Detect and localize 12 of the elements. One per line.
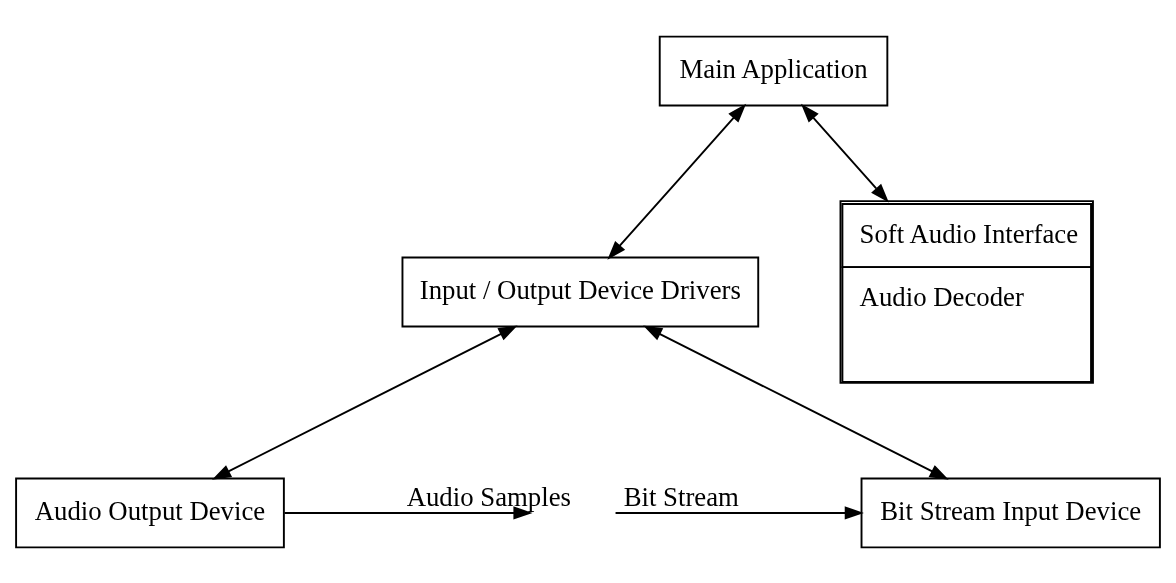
arrow [643, 325, 949, 480]
arrow [614, 505, 864, 520]
arrow [211, 325, 518, 480]
node-box: Input / Output Device Drivers [401, 256, 760, 327]
edge-label: Audio Samples [406, 481, 571, 512]
edge-label: Bit Stream [623, 481, 739, 512]
node-box: Bit Stream Input Device [860, 477, 1161, 548]
node-box: Audio Output Device [15, 477, 285, 548]
arrow [800, 103, 889, 203]
node-box: Main Application [658, 35, 889, 106]
arrow [283, 505, 533, 520]
arrow [607, 103, 747, 260]
